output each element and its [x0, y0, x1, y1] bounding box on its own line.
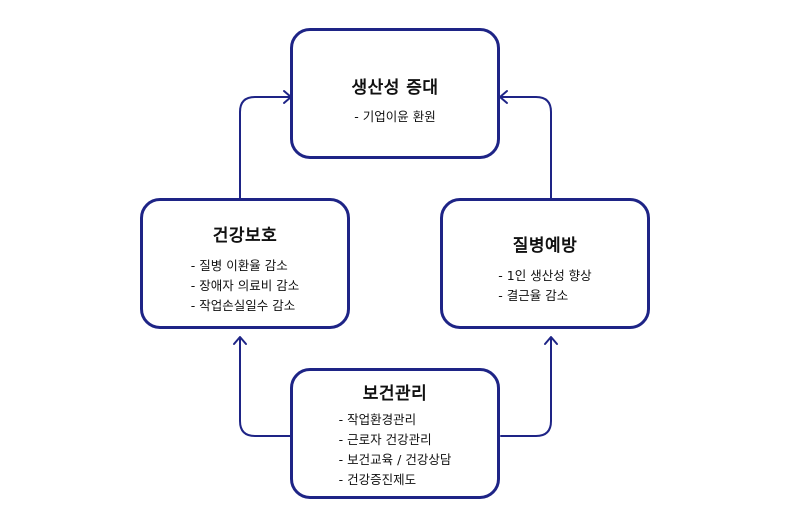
edge-left-to-top: [239, 96, 291, 200]
node-items: - 기업이윤 환원: [354, 107, 435, 127]
node-items: - 작업환경관리 - 근로자 건강관리 - 보건교육 / 건강상담 - 건강증진…: [339, 410, 452, 490]
node-productivity-increase: 생산성 증대 - 기업이윤 환원: [290, 28, 500, 159]
node-title: 생산성 증대: [351, 78, 439, 98]
arrowhead-bottom-to-left: [233, 336, 247, 345]
node-disease-prevention: 질병예방 - 1인 생산성 향상 - 결근율 감소: [440, 198, 650, 329]
edge-bottom-to-right: [500, 337, 552, 437]
node-item: - 1인 생산성 향상: [498, 268, 592, 283]
node-item: - 결근율 감소: [498, 288, 569, 303]
node-item: - 장애자 의료비 감소: [190, 278, 300, 293]
node-item: - 보건교육 / 건강상담: [338, 452, 452, 467]
node-item: - 작업환경관리: [338, 412, 417, 427]
arrowhead-right-to-top: [499, 90, 508, 104]
node-health-protection: 건강보호 - 질병 이환율 감소 - 장애자 의료비 감소 - 작업손실일수 감…: [140, 198, 350, 329]
node-items: - 질병 이환율 감소 - 장애자 의료비 감소 - 작업손실일수 감소: [191, 256, 299, 316]
edge-bottom-to-left: [239, 337, 291, 437]
node-item: - 작업손실일수 감소: [190, 298, 296, 313]
edge-right-to-top: [500, 96, 552, 200]
node-item: - 근로자 건강관리: [338, 432, 432, 447]
arrowhead-bottom-to-right: [544, 336, 558, 345]
node-items: - 1인 생산성 향상 - 결근율 감소: [498, 266, 591, 306]
node-title: 질병예방: [512, 236, 578, 256]
node-item: - 기업이윤 환원: [354, 109, 436, 124]
node-title: 보건관리: [362, 384, 428, 404]
node-health-management: 보건관리 - 작업환경관리 - 근로자 건강관리 - 보건교육 / 건강상담 -…: [290, 368, 500, 499]
node-title: 건강보호: [212, 226, 278, 246]
node-item: - 건강증진제도: [338, 472, 417, 487]
node-item: - 질병 이환율 감소: [190, 258, 288, 273]
